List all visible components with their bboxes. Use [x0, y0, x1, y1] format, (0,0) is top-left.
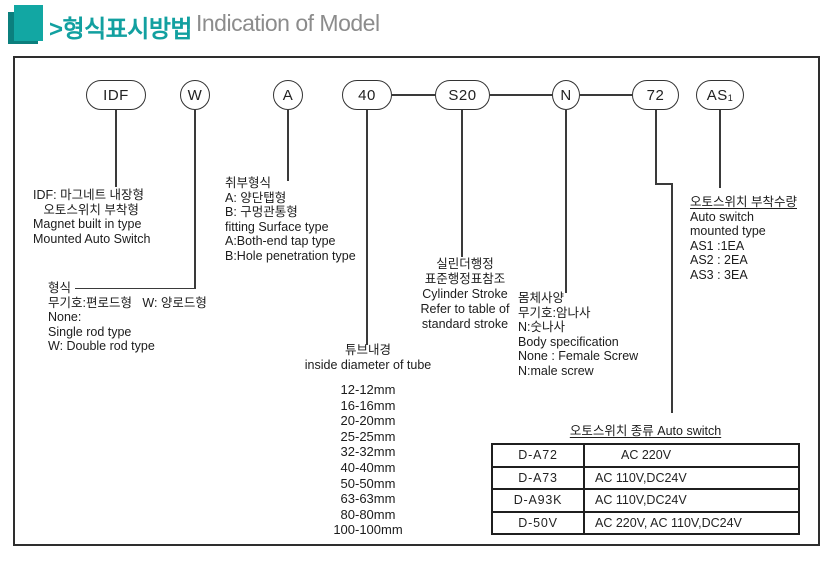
leader-line-stroke: [461, 110, 463, 257]
leader-line-switch-type-jog: [655, 183, 673, 185]
tube-bore-sizes: 12-12mm 16-16mm 20-20mm 25-25mm 32-32mm …: [333, 382, 403, 538]
segment-label: S20: [448, 86, 477, 104]
segment-label: 72: [646, 86, 665, 104]
model-segment-switch-type: 72: [632, 80, 679, 110]
leader-line-rod-type-horizontal: [75, 287, 195, 289]
rod-type-note: 형식 무기호:편로드형 W: 양로드형 None: Single rod typ…: [48, 281, 207, 353]
model-segment-bore: 40: [342, 80, 392, 110]
connector-line: [580, 94, 632, 96]
table-row: D-50V AC 220V, AC 110V,DC24V: [491, 510, 800, 535]
stroke-note: 실린더행정 표준행정표참조 Cylinder Stroke Refer to t…: [420, 257, 510, 331]
model-segment-body-spec: N: [552, 80, 580, 110]
magnet-note: IDF: 마그네트 내장형 오토스위치 부착형 Magnet built in …: [33, 188, 151, 246]
mounting-note: 취부형식 A: 양단탭형 B: 구멍관통형 fitting Surface ty…: [225, 176, 356, 263]
table-row: D-A73 AC 110V,DC24V: [491, 465, 800, 490]
leader-line-switch-qty: [719, 110, 721, 188]
switch-qty-note-title: 오토스위치 부착수량: [690, 195, 797, 209]
tube-bore-note: 튜브내경 inside diameter of tube: [304, 343, 432, 372]
leader-line-rod-type: [194, 110, 196, 289]
segment-label: N: [560, 86, 572, 104]
switch-model-cell: D-A93K: [491, 488, 585, 513]
table-row: D-A72 AC 220V: [491, 443, 800, 468]
body-spec-note: 몸체사양 무기호:암나사 N:숫나사 Body specification No…: [518, 291, 639, 378]
auto-switch-table-title: 오토스위치 종류 Auto switch: [569, 424, 722, 438]
segment-label: A: [282, 86, 294, 104]
page-header: >형식표시방법 Indication of Model: [0, 0, 831, 50]
auto-switch-table: D-A72 AC 220V D-A73 AC 110V,DC24V D-A93K…: [491, 443, 800, 535]
segment-label: IDF: [103, 86, 129, 104]
model-segment-idf: IDF: [86, 80, 146, 110]
leader-line-mounting: [287, 110, 289, 181]
model-segment-stroke: S20: [435, 80, 490, 110]
leader-line-switch-type: [655, 110, 657, 184]
switch-model-cell: D-A72: [491, 443, 585, 468]
switch-model-cell: D-A73: [491, 465, 585, 490]
leader-line-bore: [366, 110, 368, 345]
switch-voltage-cell: AC 220V, AC 110V,DC24V: [583, 510, 800, 535]
segment-label-subscript: 1: [727, 92, 734, 103]
switch-voltage-cell: AC 110V,DC24V: [583, 488, 800, 513]
leader-line-switch-type-to-table: [671, 183, 673, 413]
leader-line-idf: [115, 110, 117, 187]
header-accent-square: [14, 5, 43, 41]
model-segment-mounting: A: [273, 80, 303, 110]
segment-label: 40: [358, 86, 376, 104]
table-row: D-A93K AC 110V,DC24V: [491, 488, 800, 513]
segment-label: AS: [706, 86, 728, 104]
leader-line-body-spec: [565, 110, 567, 293]
connector-line: [392, 94, 435, 96]
model-segment-rod-type: W: [180, 80, 210, 110]
page-title-korean: >형식표시방법: [49, 16, 193, 43]
page-title-english: Indication of Model: [196, 10, 380, 36]
connector-line: [490, 94, 552, 96]
segment-label: W: [187, 86, 203, 104]
switch-model-cell: D-50V: [491, 510, 585, 535]
switch-voltage-cell: AC 220V: [583, 443, 800, 468]
switch-voltage-cell: AC 110V,DC24V: [583, 465, 800, 490]
switch-qty-note-lines: Auto switch mounted type AS1 :1EA AS2 : …: [690, 209, 766, 282]
